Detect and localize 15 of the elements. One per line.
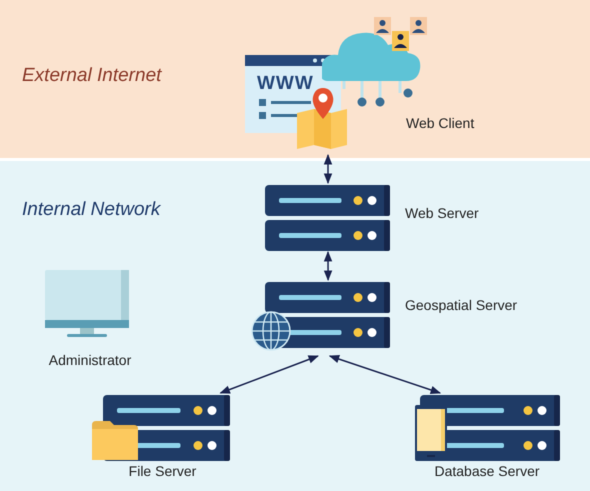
node-label: Administrator bbox=[48, 352, 132, 368]
internet-zone bbox=[0, 0, 590, 158]
arrow bbox=[328, 355, 442, 394]
browser-text: WWW bbox=[257, 73, 314, 95]
node-label: Database Server bbox=[433, 463, 541, 479]
arrow bbox=[220, 355, 319, 394]
zone-title: External Internet bbox=[22, 65, 162, 87]
node-label: Geospatial Server bbox=[405, 297, 518, 313]
network-zone bbox=[0, 161, 590, 491]
zone-title: Internal Network bbox=[22, 199, 160, 221]
arrow bbox=[324, 154, 332, 184]
node-label: Web Server bbox=[405, 205, 479, 221]
node-label: Web Client bbox=[406, 115, 474, 131]
node-label: File Server bbox=[128, 463, 198, 479]
arrow bbox=[324, 250, 332, 282]
